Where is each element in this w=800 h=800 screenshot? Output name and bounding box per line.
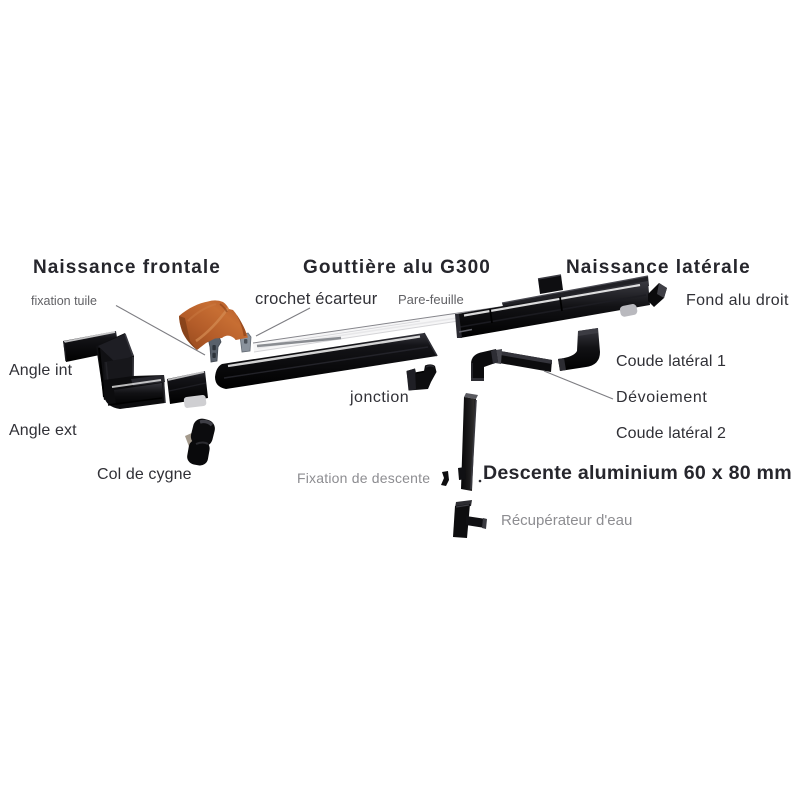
leader-devoiement: [543, 370, 614, 400]
label-crochet-ecarteur: crochet écarteur: [255, 290, 378, 308]
end-cap-part: [648, 283, 667, 307]
label-angle-ext: Angle ext: [9, 422, 77, 439]
label-jonction: jonction: [350, 388, 410, 406]
offset-pipe-part: [495, 349, 552, 372]
label-fixation-de-descente: Fixation de descente: [297, 470, 431, 486]
leader-crochet-ecarteur: [255, 307, 311, 337]
label-fond-alu-droit: Fond alu droit: [686, 292, 789, 309]
leader-lines: [115, 305, 614, 400]
label-fixation-tuile: fixation tuile: [31, 294, 98, 308]
descente-heading-dot: [478, 479, 482, 483]
heading-gouttiere-alu-g300: Gouttière alu G300: [303, 257, 491, 278]
leader-fixation-tuile: [115, 305, 206, 356]
water-collector-part: [453, 500, 487, 538]
label-angle-int: Angle int: [9, 362, 73, 379]
swan-neck-part: [185, 418, 215, 466]
label-pare-feuille: Pare-feuille: [398, 292, 464, 307]
junction-bracket-part: [406, 364, 437, 391]
spacer-hook-part: [256, 336, 342, 348]
tile-clamp-part: [179, 300, 252, 363]
gutter-right-section-part: [455, 274, 650, 338]
angle-assembly-part: [63, 331, 208, 409]
gutter-left-section-part: [215, 332, 438, 389]
label-col-de-cygne: Col de cygne: [97, 466, 192, 483]
label-devoiement: Dévoiement: [616, 389, 708, 406]
lateral-elbow-1-part: [558, 328, 600, 371]
heading-naissance-laterale: Naissance latérale: [566, 257, 751, 278]
label-coude-lateral-2: Coude latéral 2: [616, 425, 727, 442]
heading-descente-aluminium: Descente aluminium 60 x 80 mm: [483, 462, 792, 484]
downpipe-clamp-part: [441, 467, 466, 486]
label-coude-lateral-1: Coude latéral 1: [616, 353, 727, 370]
lateral-elbow-2-part: [471, 349, 498, 381]
label-recuperateur-eau: Récupérateur d'eau: [501, 512, 633, 529]
heading-naissance-frontale: Naissance frontale: [33, 257, 221, 278]
